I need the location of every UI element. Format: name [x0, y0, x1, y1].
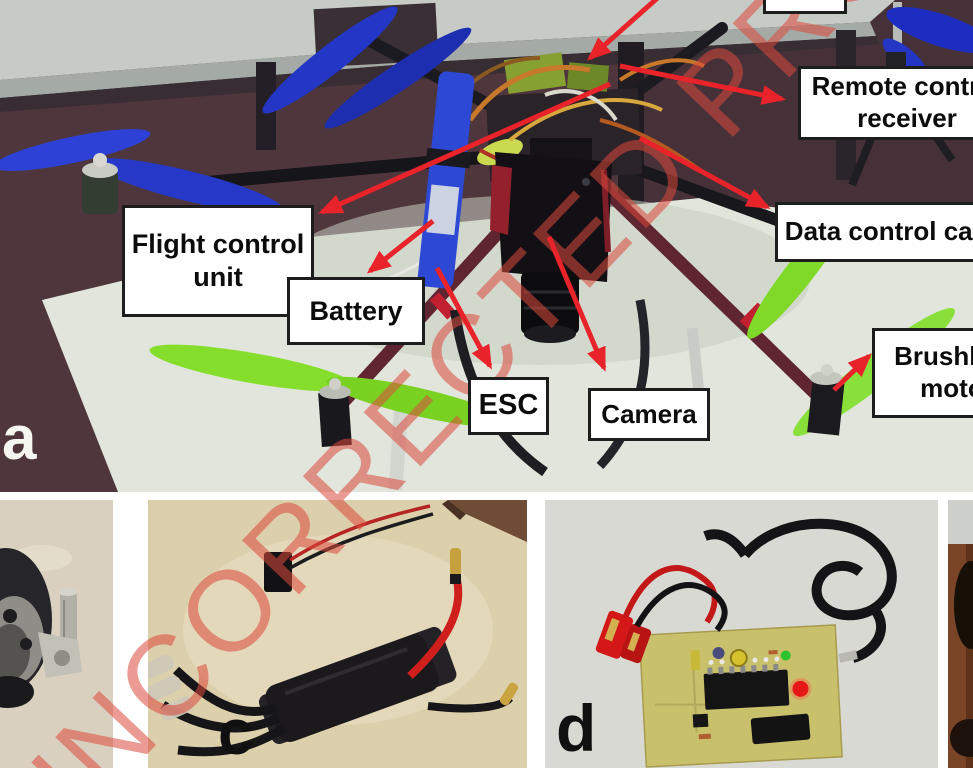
label-line: Brushless	[894, 341, 973, 372]
label-line: Flight control	[131, 229, 305, 260]
label-line: Data control cable	[784, 216, 973, 247]
bullet-connectors	[450, 548, 519, 706]
connector-wires	[622, 565, 728, 632]
panel-circuit-board-photo	[545, 500, 938, 768]
label-line: Battery	[309, 295, 403, 326]
label-camera: Camera	[588, 388, 710, 441]
pcb	[638, 624, 843, 768]
green-propeller-left	[149, 344, 510, 447]
label-line: receiver	[857, 103, 957, 133]
label-brushless-motor: Brushless motor	[872, 328, 973, 418]
blue-propeller-left	[0, 129, 284, 214]
coiled-cable	[703, 518, 897, 663]
motor-mount	[38, 632, 82, 678]
label-battery: Battery	[287, 277, 425, 345]
panel-letter-d: d	[556, 691, 597, 765]
cropped-label-box	[763, 0, 847, 14]
panel-cropped-right-photo	[948, 500, 973, 768]
power-connector	[595, 610, 652, 664]
panel-esc-photo	[148, 500, 527, 768]
label-line: ESC	[478, 389, 539, 422]
label-esc: ESC	[468, 377, 549, 435]
green-led	[780, 650, 791, 661]
label-flight-control-unit: Flight control unit	[122, 205, 314, 317]
label-line: motor	[920, 373, 973, 403]
panel-motor-parts-photo	[0, 500, 113, 768]
motor-bell	[0, 548, 52, 708]
panel-letter-c: c	[218, 696, 254, 768]
panel-letter-a: a	[2, 404, 37, 473]
label-line: unit	[193, 262, 243, 292]
label-line: Remote control	[811, 71, 973, 102]
label-line: Camera	[601, 398, 697, 429]
label-remote-control-receiver: Remote control receiver	[798, 66, 973, 140]
table-corner	[448, 500, 527, 542]
label-data-control-cable: Data control cable	[775, 202, 973, 262]
servo-connector	[264, 504, 434, 592]
